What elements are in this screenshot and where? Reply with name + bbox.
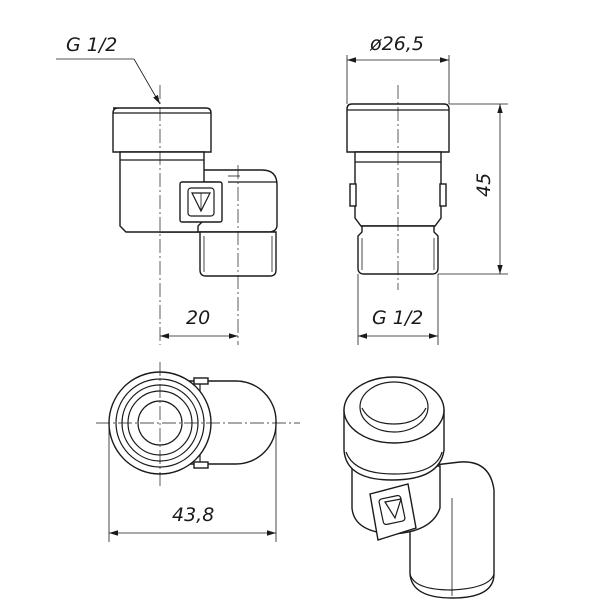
front-thread-callout: G 1/2 (66, 34, 117, 56)
top-logo-tab (193, 377, 209, 385)
side-body (354, 151, 442, 227)
side-view: ø26,5 45 G 1/2 (346, 33, 508, 345)
callout-leader-arrow (133, 58, 161, 105)
front-width-dim: 20 (186, 307, 210, 329)
side-thread-dim: G 1/2 (372, 307, 423, 329)
side-nub-left (349, 183, 357, 207)
iso-nut-top-face (343, 376, 445, 444)
side-diameter-dim: ø26,5 (369, 33, 424, 55)
iso-bore-inner (361, 407, 427, 425)
side-upper-nut (346, 103, 450, 153)
side-height-dim: 45 (473, 173, 495, 197)
top-length-dim: 43,8 (172, 504, 214, 526)
iso-logo-block (369, 483, 417, 541)
front-view: G 1/2 20 (56, 34, 278, 345)
v-shield-icon (378, 494, 406, 526)
front-upper-nut (112, 107, 212, 153)
top-logo-tab-bottom (193, 461, 209, 469)
isometric-view (343, 376, 495, 599)
top-view: 43,8 (96, 362, 300, 542)
side-nub-right (439, 183, 447, 207)
iso-nut-lower-edge (345, 451, 443, 475)
iso-bore-outer (359, 381, 429, 433)
v-shield-icon (187, 187, 215, 217)
